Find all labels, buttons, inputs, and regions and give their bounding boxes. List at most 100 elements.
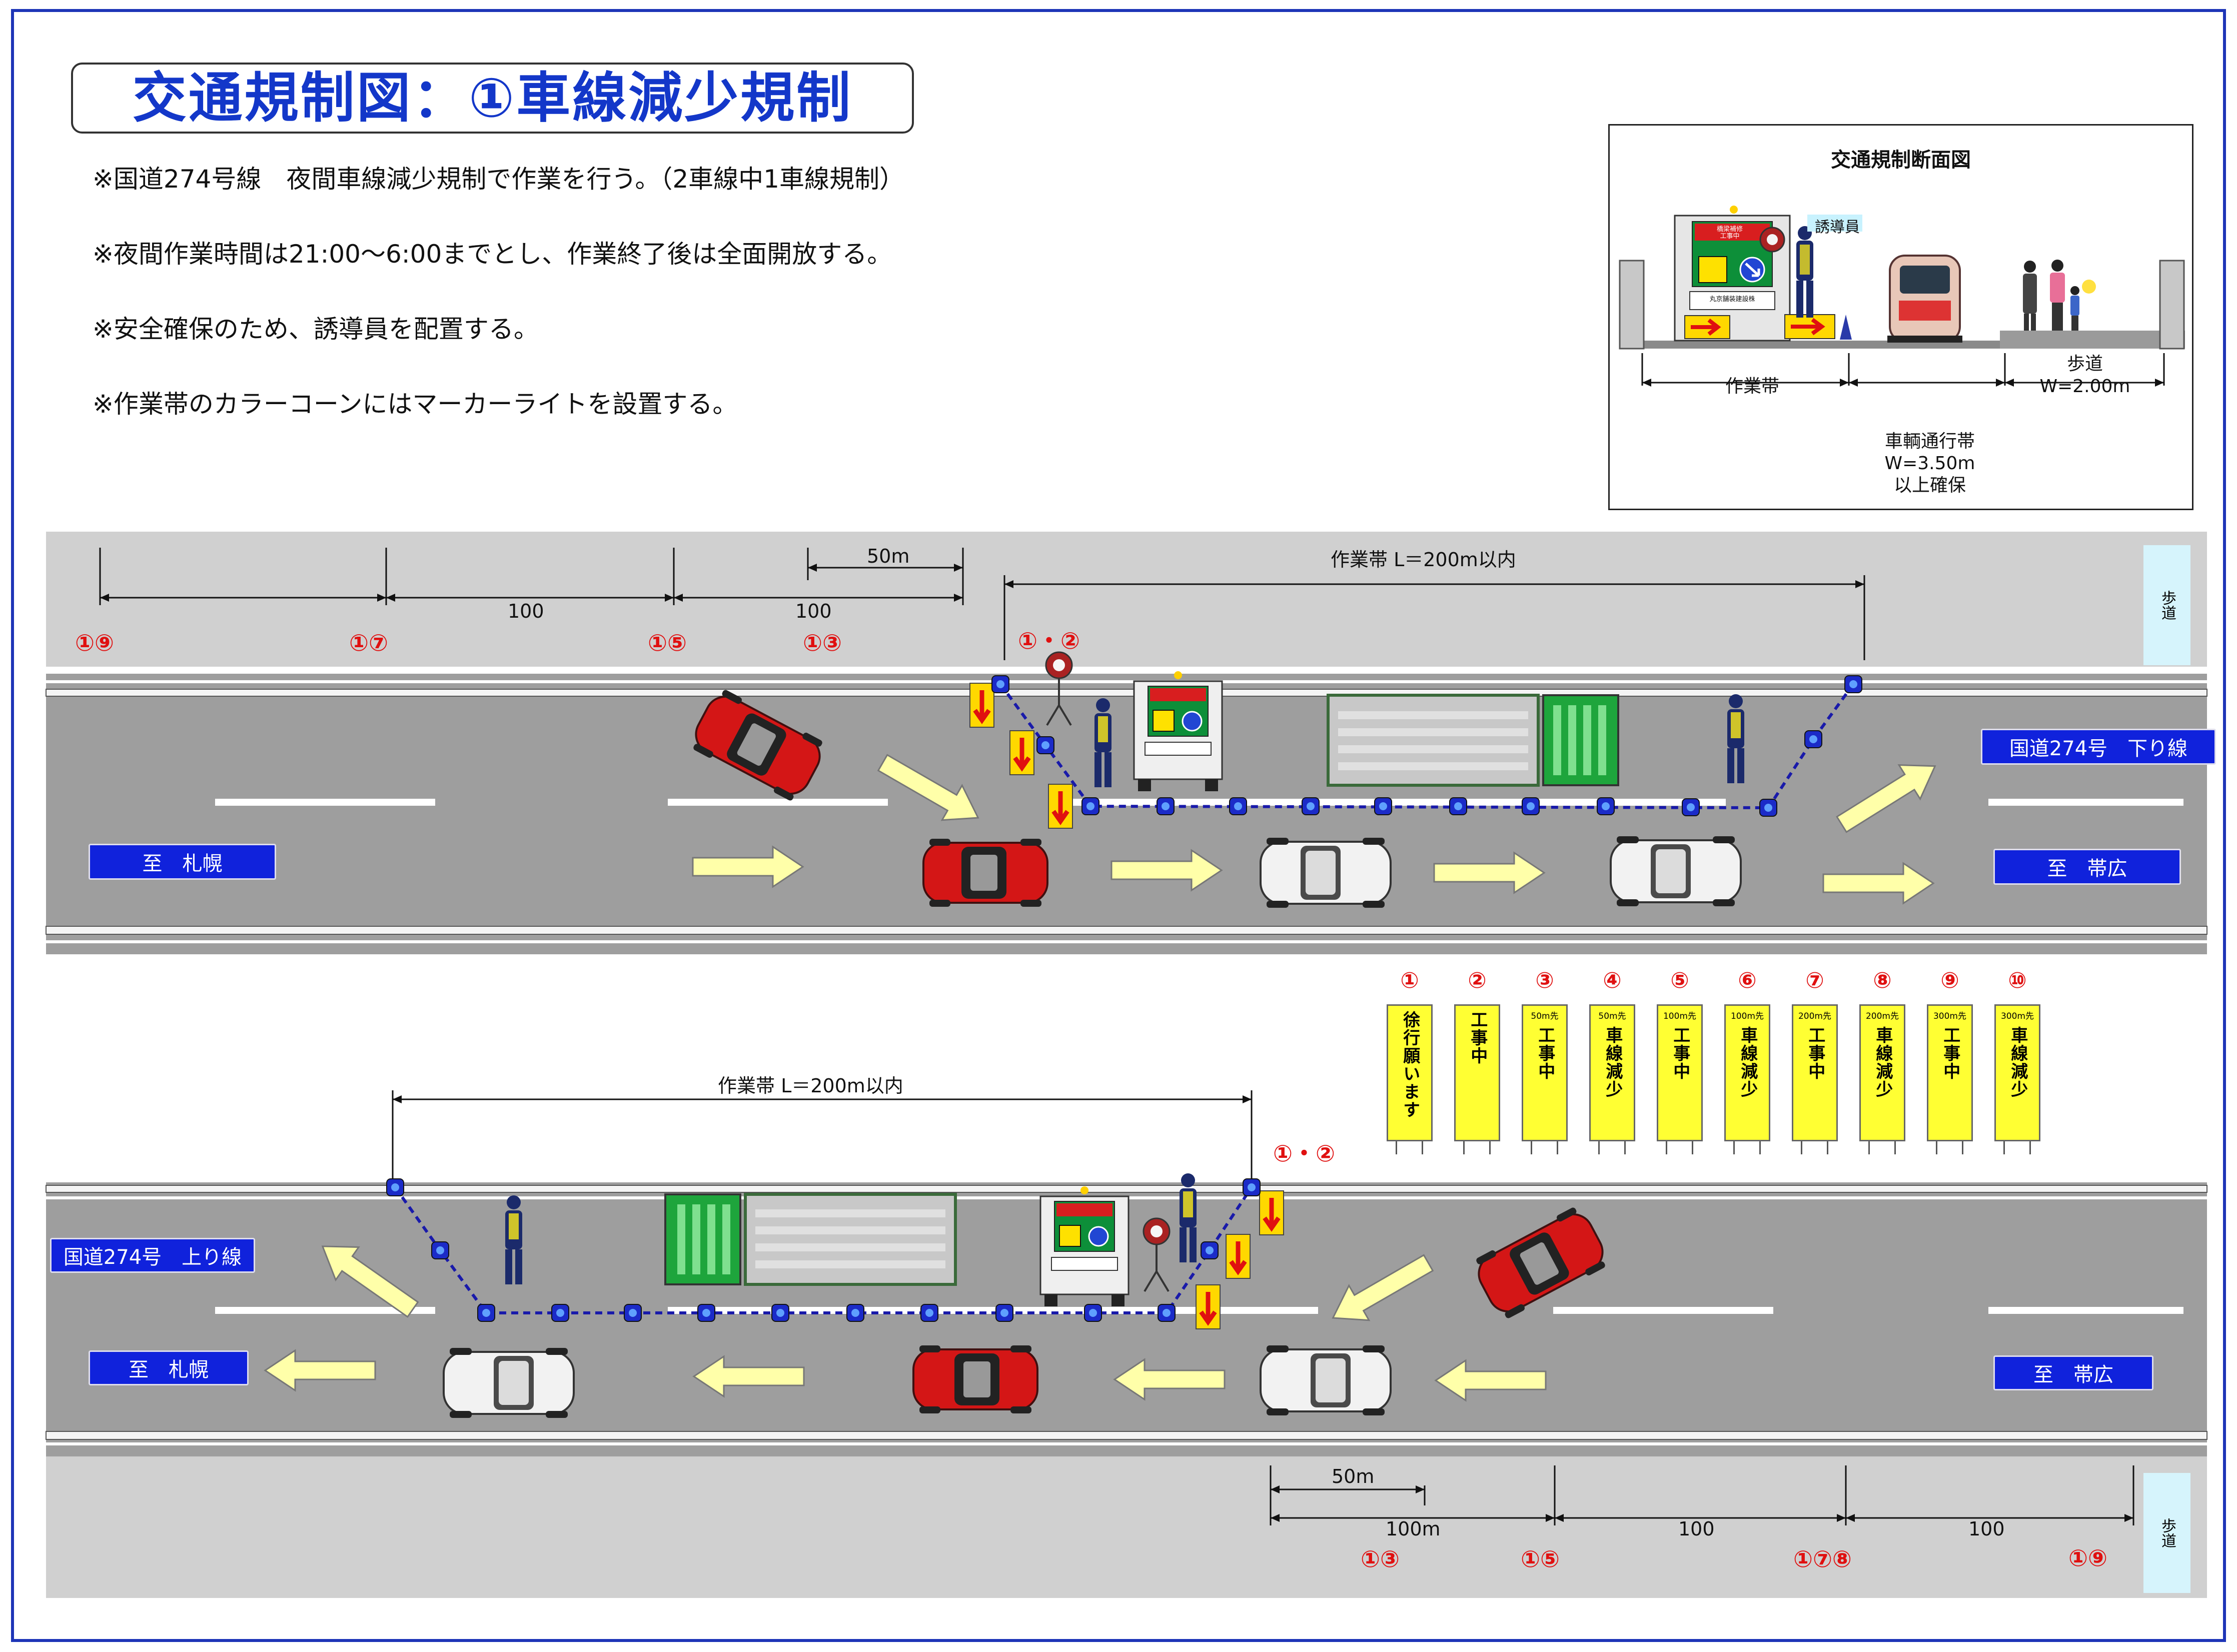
upper-arrow-sign-2 xyxy=(1010,731,1034,775)
note-4: ※作業帯のカラーコーンにはマーカーライトを設置する。 xyxy=(93,390,738,419)
upper-edge-line-bottom xyxy=(46,926,2207,935)
lower-work-truck xyxy=(1039,1185,1130,1307)
upper-edge-line-top xyxy=(46,680,2207,683)
lower-arrow-sign-2 xyxy=(1226,1234,1250,1278)
sign-post xyxy=(1666,1141,1667,1154)
upper-sign-pos-19: ①⑨ xyxy=(75,629,114,656)
upper-arrow-sign-3 xyxy=(1048,784,1072,828)
sign-post xyxy=(1624,1141,1626,1154)
sign-board: 300m先工事中 xyxy=(1927,1004,1973,1141)
sign-text: 工事中 xyxy=(1805,1026,1825,1080)
lower-car-white-2 xyxy=(443,1347,575,1419)
sign-post xyxy=(1801,1141,1802,1154)
upper-sign-pos-17: ①⑦ xyxy=(349,629,388,656)
upper-dim-100-b: 100 xyxy=(795,600,832,622)
upper-work-truck xyxy=(1133,670,1223,792)
sign-distance: 100m先 xyxy=(1730,1011,1764,1021)
lower-entry-label: ①・② xyxy=(1273,1140,1335,1167)
sign-text: 車線減少 xyxy=(1737,1026,1758,1098)
upper-arrow-sign-1 xyxy=(970,683,994,727)
sign-text: 工事中 xyxy=(1940,1026,1960,1080)
upper-dim-50m: 50m xyxy=(867,545,910,567)
section-left-wall xyxy=(1619,260,1645,350)
lower-lane-mark-2 xyxy=(668,1307,1318,1314)
section-car-icon xyxy=(1887,255,1962,343)
section-guide-person-icon xyxy=(1796,226,1813,318)
section-guide-label-bg xyxy=(1807,215,1862,232)
section-sign-top: 橋梁補修 xyxy=(1716,226,1743,233)
upper-lane-mark-2 xyxy=(668,799,888,806)
upper-car-white-2 xyxy=(1610,835,1742,907)
lower-edge-line-bottom xyxy=(46,1431,2207,1440)
upper-lane-mark-1 xyxy=(215,799,435,806)
sign-post xyxy=(1759,1141,1761,1154)
sign-board: 徐行願います xyxy=(1387,1004,1433,1141)
upper-dimension-lines xyxy=(99,548,1865,660)
upper-sign-pos-13: ①③ xyxy=(803,629,842,656)
section-sidewalk-label: 歩道 xyxy=(2066,354,2103,374)
title-box: 交通規制図：①車線減少規制 xyxy=(71,63,914,134)
sign-text: 車線減少 xyxy=(1602,1026,1623,1098)
section-barrier-icon xyxy=(1784,314,1852,340)
lower-edge-line-top xyxy=(46,1185,2207,1193)
sign-text: 車線減少 xyxy=(1872,1026,1893,1098)
sign-number: ⑥ xyxy=(1738,968,1757,993)
upper-to-sapporo: 至 札幌 xyxy=(89,844,276,880)
upper-shoulder xyxy=(46,532,2207,667)
sign-board: 300m先車線減少 xyxy=(1994,1004,2040,1141)
sign-number: ④ xyxy=(1603,968,1622,993)
sign-post xyxy=(1827,1141,1828,1154)
section-lane-note: 以上確保 xyxy=(1893,475,1966,496)
sign-distance: 50m先 xyxy=(1598,1011,1626,1021)
sign-post xyxy=(1557,1141,1558,1154)
note-1: ※国道274号線 夜間車線減少規制で作業を行う。（2車線中1車線規制） xyxy=(93,165,904,194)
sign-post xyxy=(1692,1141,1693,1154)
section-pedestrians-icon xyxy=(2023,260,2096,331)
lower-car-white-1 xyxy=(1260,1344,1392,1416)
cross-section-title: 交通規制断面図 xyxy=(1831,149,1971,172)
sign-post xyxy=(1733,1141,1735,1154)
sign-post xyxy=(1962,1141,1963,1154)
section-sign-mid: 工事中 xyxy=(1720,233,1740,240)
sign-board: 200m先工事中 xyxy=(1792,1004,1838,1141)
upper-route-label: 国道274号 下り線 xyxy=(1981,729,2216,765)
lower-lane-mark-3 xyxy=(1553,1307,1773,1314)
lower-sign-pos-19: ①⑨ xyxy=(2068,1544,2107,1571)
lower-sign-pos-178: ①⑦⑧ xyxy=(1793,1545,1852,1572)
lower-arrow-sign-3 xyxy=(1196,1285,1220,1329)
lower-work-zone-label: 作業帯 L＝200m以内 xyxy=(718,1075,903,1097)
section-lane-label: 車輌通行帯 xyxy=(1884,431,1975,452)
upper-lane-mark-3 xyxy=(1060,799,1726,806)
sign-board: 100m先工事中 xyxy=(1657,1004,1703,1141)
lower-lane-mark-4 xyxy=(1988,1307,2183,1314)
section-company: 丸京舗装建設株 xyxy=(1709,296,1755,303)
upper-work-zone-boundary xyxy=(999,683,1855,810)
sign-distance: 50m先 xyxy=(1531,1011,1559,1021)
lower-dim-100-b: 100 xyxy=(1968,1518,2005,1540)
sign-number: ② xyxy=(1468,968,1487,993)
sign-post xyxy=(1489,1141,1491,1154)
lower-to-obihiro: 至 帯広 xyxy=(1993,1355,2153,1390)
upper-work-zone-label: 作業帯 L＝200m以内 xyxy=(1331,549,1516,571)
note-3: ※安全確保のため、誘導員を配置する。 xyxy=(93,315,539,344)
sign-number: ⑤ xyxy=(1670,968,1689,993)
sign-post xyxy=(1598,1141,1600,1154)
lower-route-label: 国道274号 上り線 xyxy=(50,1238,255,1273)
sign-post xyxy=(1868,1141,1870,1154)
sign-text: 工事中 xyxy=(1535,1026,1555,1080)
section-lane-width: W=3.50m xyxy=(1884,453,1975,474)
cross-section-panel: 交通規制断面図 xyxy=(1608,124,2193,510)
section-sidewalk-width: W=2.00m xyxy=(2039,376,2130,397)
sign-number: ③ xyxy=(1535,968,1554,993)
lower-work-zone-boundary xyxy=(394,1186,1253,1314)
upper-big-truck xyxy=(1328,695,1618,785)
sign-post xyxy=(1422,1141,1423,1154)
section-truck-icon xyxy=(1674,206,1791,342)
sign-text: 徐行願います xyxy=(1400,1011,1420,1119)
cross-section-drawing xyxy=(1619,206,2185,387)
note-2: ※夜間作業時間は21:00～6:00までとし、作業終了後は全面開放する。 xyxy=(93,240,892,269)
lower-car-red xyxy=(912,1344,1038,1414)
sign-number: ⑦ xyxy=(1805,968,1824,993)
sign-board: 工事中 xyxy=(1454,1004,1500,1141)
lower-dim-100-a: 100 xyxy=(1678,1518,1715,1540)
